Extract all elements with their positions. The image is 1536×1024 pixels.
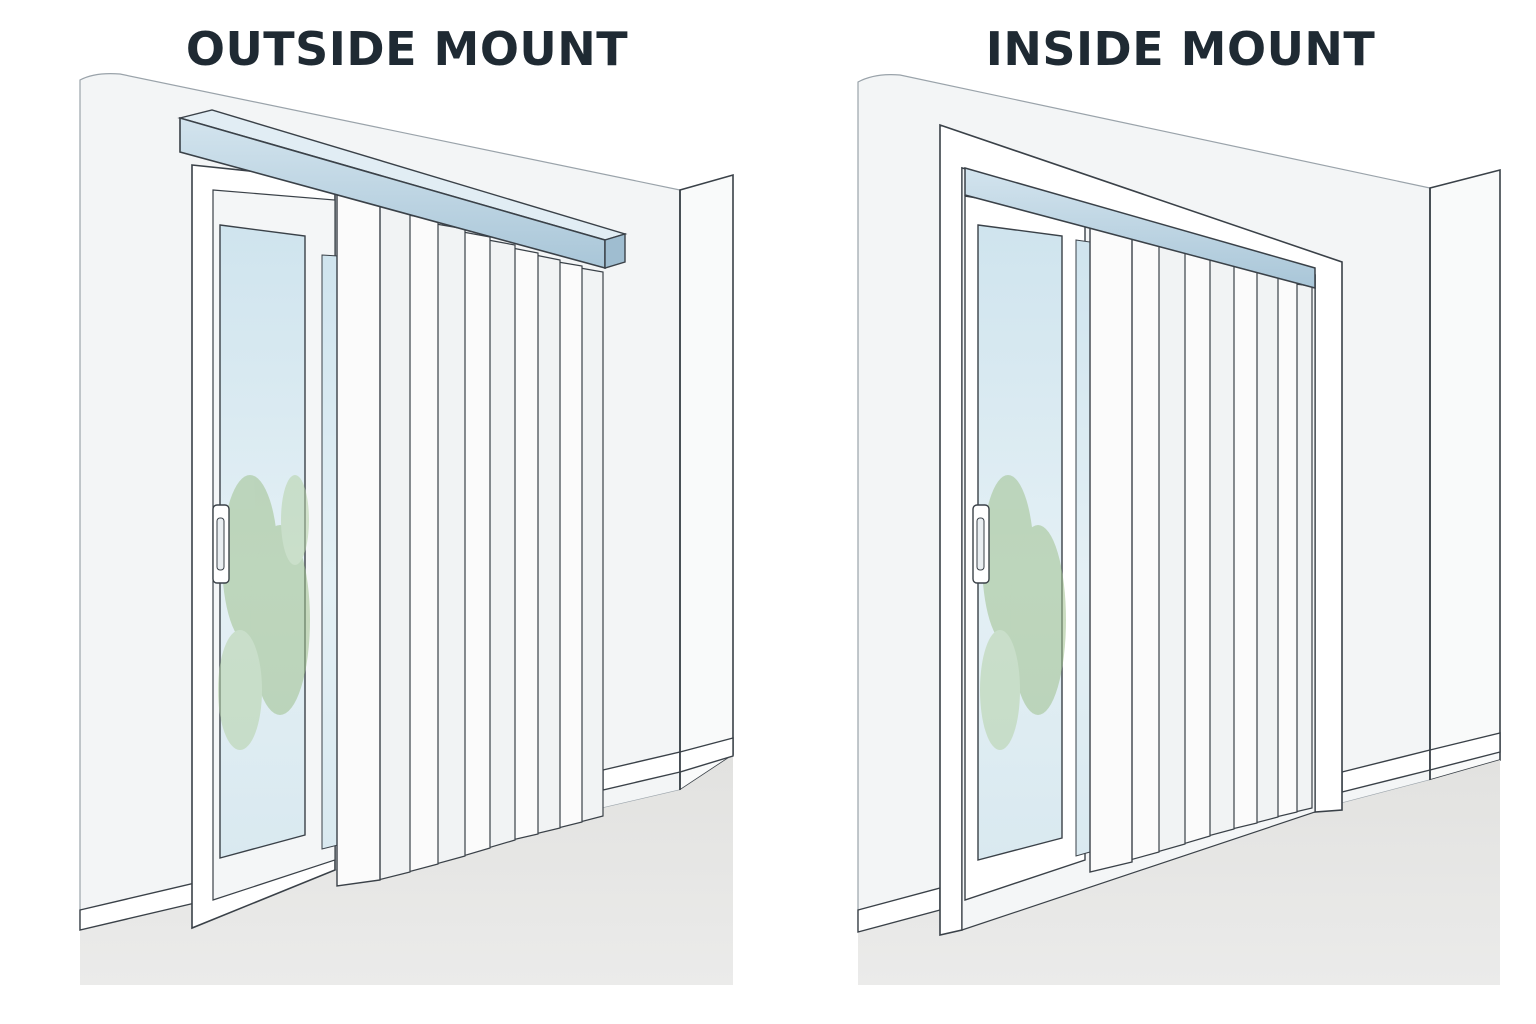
outside-mount-title: OUTSIDE MOUNT xyxy=(185,22,629,76)
sliding-door-icon xyxy=(191,164,339,930)
door-handle-icon xyxy=(212,504,230,584)
headrail-icon xyxy=(177,109,628,270)
vertical-blind-icon xyxy=(336,194,604,887)
vertical-blind-icon xyxy=(1089,227,1313,873)
inside-mount-title: INSIDE MOUNT xyxy=(985,22,1376,76)
floor xyxy=(858,760,1500,985)
door-handle-icon xyxy=(972,504,990,584)
outside-mount-illustration xyxy=(79,73,734,985)
headrail-icon xyxy=(964,167,1316,289)
side-wall xyxy=(1429,168,1501,782)
inside-mount-illustration xyxy=(857,74,1501,985)
side-wall xyxy=(679,173,734,792)
